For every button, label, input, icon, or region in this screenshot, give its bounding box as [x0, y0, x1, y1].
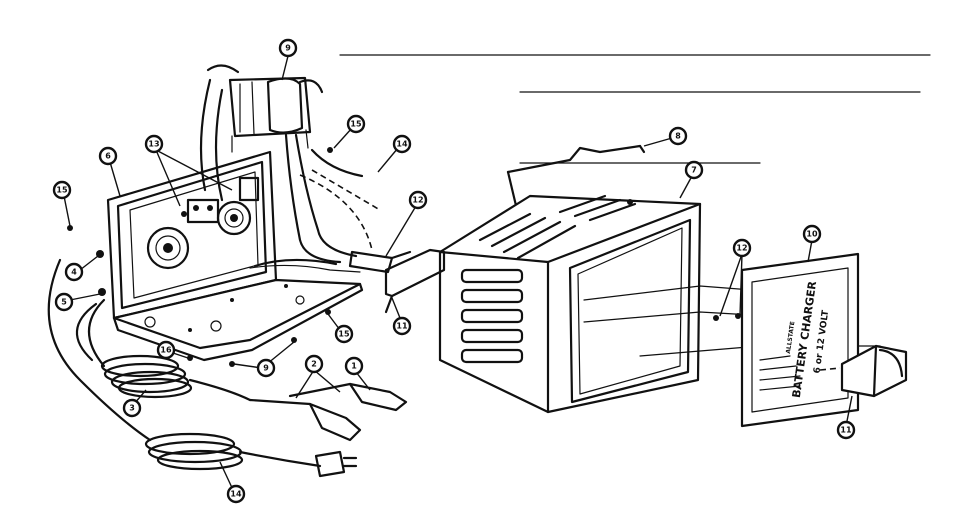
callout-7-label: 7 [691, 166, 697, 175]
callout-6-label: 6 [105, 152, 111, 161]
diode-clip [348, 250, 412, 274]
callout-15-a: 15 [346, 114, 366, 134]
callout-11-b-label: 11 [840, 426, 852, 435]
callout-13-label: 13 [148, 140, 159, 149]
cabinet [438, 194, 702, 414]
callout-12-a: 12 [408, 190, 428, 210]
callout-9-bottom: 9 [256, 358, 276, 378]
callout-8-label: 8 [675, 132, 681, 141]
callout-15-b: 15 [52, 180, 72, 200]
nameplate: BATTERY CHARGER 6 or 12 VOLT ALLSTATE [740, 252, 860, 428]
callout-12-b: 12 [732, 238, 752, 258]
callout-10: 10 [802, 224, 822, 244]
callout-11-b: 11 [836, 420, 856, 440]
callout-16-label: 16 [160, 346, 172, 355]
callout-12-b-label: 12 [736, 244, 747, 253]
callout-12-a-label: 12 [412, 196, 423, 205]
callout-13: 13 [144, 134, 164, 154]
battery-clamps [248, 382, 408, 442]
callout-14-a: 14 [392, 134, 412, 154]
base-plate [112, 278, 364, 362]
callout-15-c-label: 15 [338, 330, 350, 339]
callout-6: 6 [98, 146, 118, 166]
callout-15-c: 15 [334, 324, 354, 344]
callout-5: 5 [54, 292, 74, 312]
callout-5-label: 5 [61, 298, 67, 307]
bracket [384, 248, 446, 314]
internal-wiring [199, 78, 381, 273]
callout-9-bottom-label: 9 [263, 364, 269, 373]
callout-3-label: 3 [129, 404, 135, 413]
callout-11-a: 11 [392, 316, 412, 336]
callout-14-a-label: 14 [396, 140, 408, 149]
callout-15-a-label: 15 [350, 120, 362, 129]
callout-8: 8 [668, 126, 688, 146]
callout-1-label: 1 [351, 362, 357, 371]
callout-2: 2 [304, 354, 324, 374]
callout-4-label: 4 [71, 268, 77, 277]
top-louvers [478, 194, 637, 260]
callout-14-b-label: 14 [230, 490, 242, 499]
callout-11-a-label: 11 [396, 322, 408, 331]
callout-14-b: 14 [226, 484, 246, 504]
callout-16: 16 [156, 340, 176, 360]
output-lead-coil [47, 258, 322, 471]
callouts: 9 15 14 13 6 15 4 5 12 8 7 12 10 11 15 1… [52, 38, 856, 504]
callout-3: 3 [122, 398, 142, 418]
callout-4: 4 [64, 262, 84, 282]
callout-7: 7 [684, 160, 704, 180]
callout-2-label: 2 [311, 360, 317, 369]
callout-9-top: 9 [278, 38, 298, 58]
power-cord-coil [75, 298, 252, 402]
callout-15-b-label: 15 [56, 186, 68, 195]
transformer [206, 64, 324, 153]
ac-plug [314, 450, 358, 478]
side-louvers [460, 268, 524, 364]
nameplate-brand: ALLSTATE [785, 321, 796, 354]
clip-box [819, 344, 908, 398]
callout-9-top-label: 9 [285, 44, 291, 53]
callout-10-label: 10 [806, 230, 818, 239]
callout-1: 1 [344, 356, 364, 376]
